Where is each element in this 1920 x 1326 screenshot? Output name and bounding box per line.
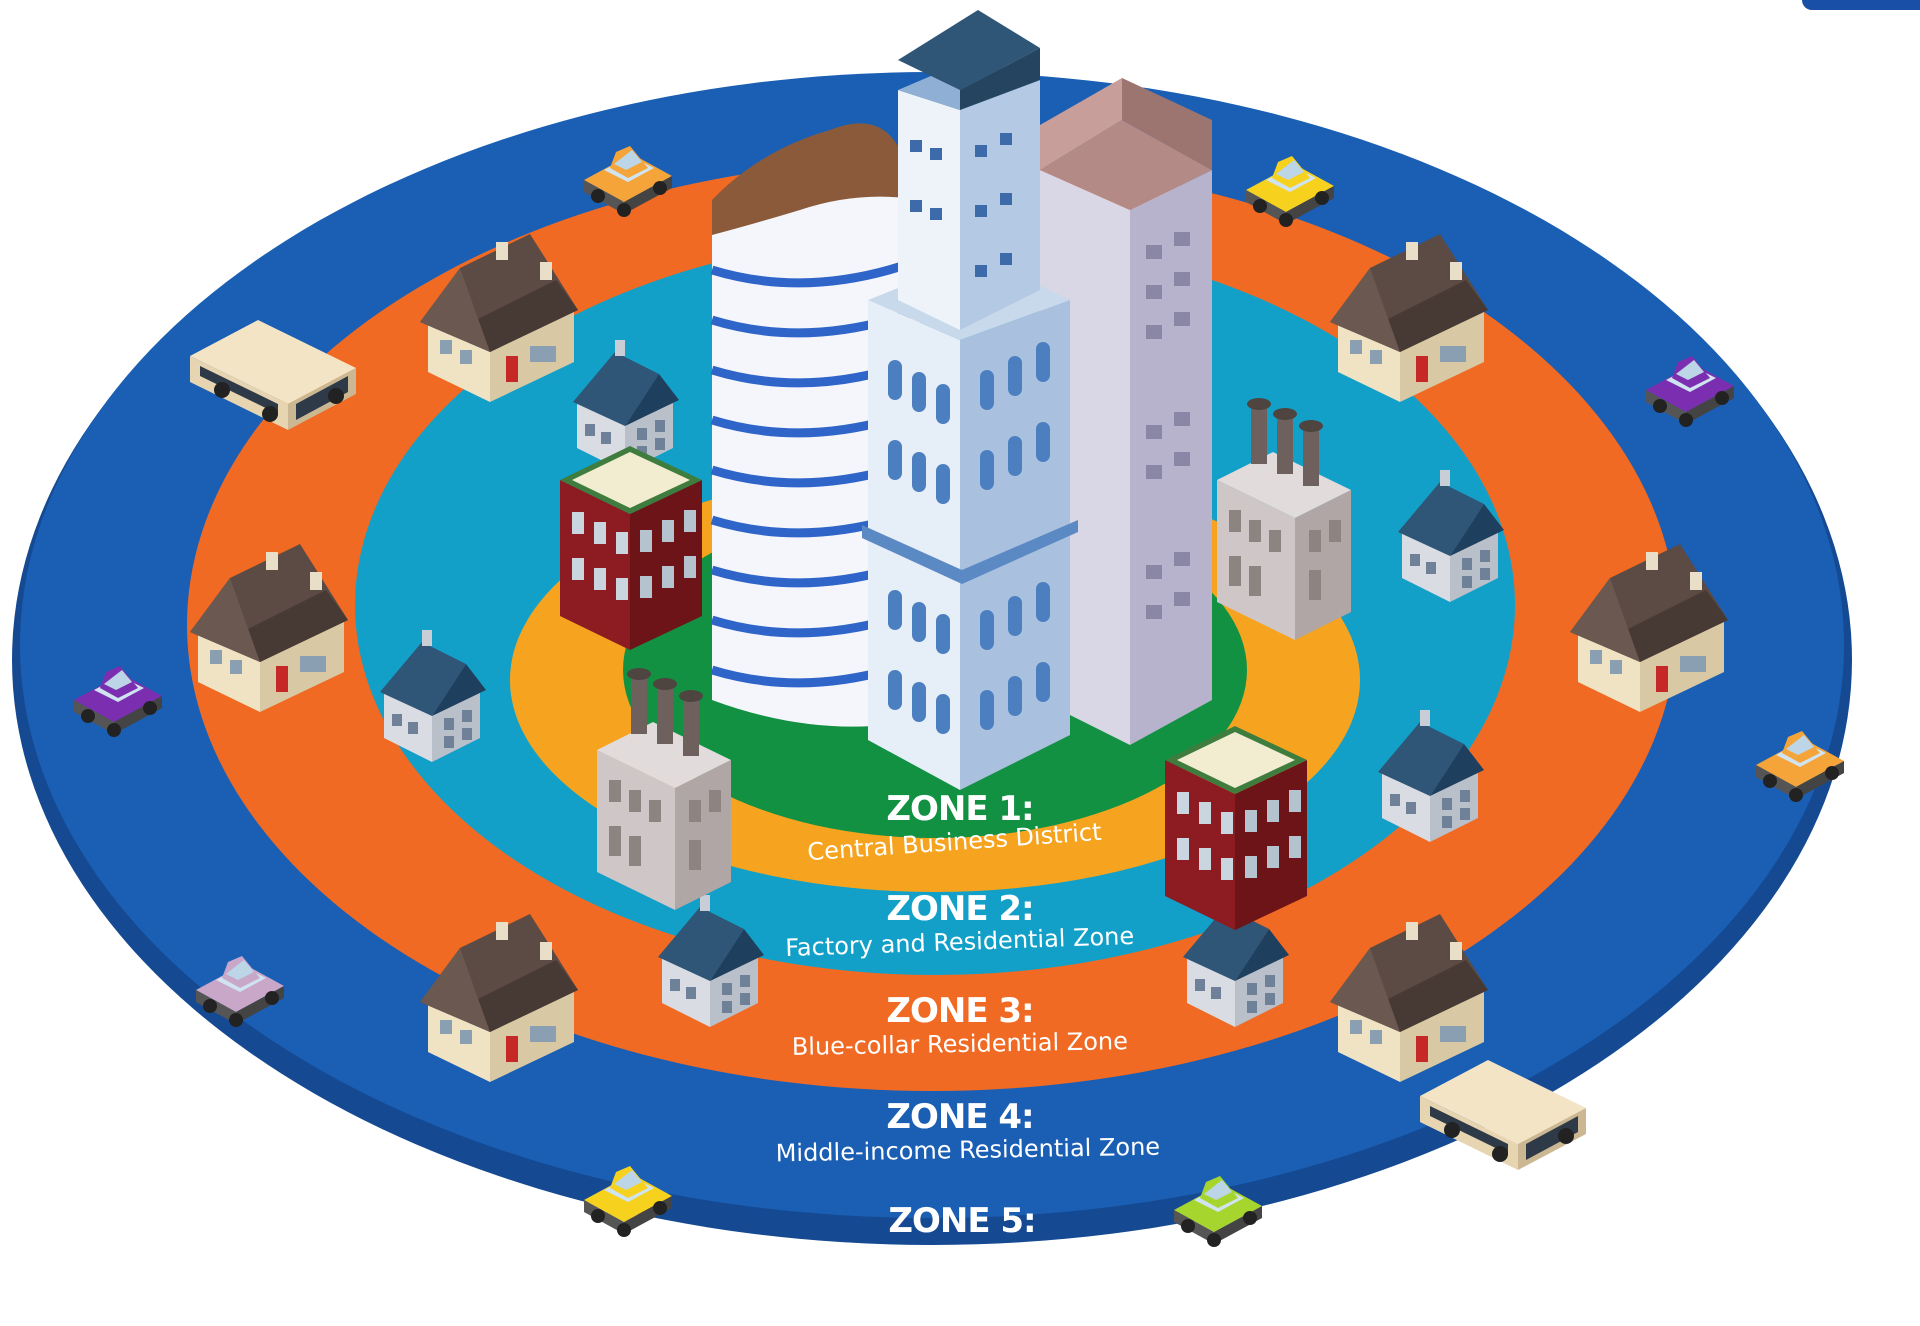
skyscraper-icon <box>862 10 1078 790</box>
zone-3-subtitle: Blue-collar Residential Zone <box>792 1027 1129 1061</box>
zone-labels: ZONE 1: Central Business District ZONE 2… <box>775 789 1160 1270</box>
zone-2-title: ZONE 2: <box>886 889 1033 929</box>
cbd-towers <box>710 10 1212 790</box>
brick-apartment-icon <box>1165 726 1307 930</box>
zone-4-title: ZONE 4: <box>886 1097 1033 1137</box>
zone-4-subtitle: Middle-income Residential Zone <box>775 1133 1160 1168</box>
zone-5-subtitle: Commuter Zone <box>864 1242 1060 1270</box>
zone-5-title: ZONE 5: <box>888 1201 1035 1241</box>
brick-apartment-icon <box>560 446 702 650</box>
zone-3-title: ZONE 3: <box>886 991 1033 1031</box>
corner-tab <box>1802 0 1920 10</box>
zone-1-title: ZONE 1: <box>886 789 1033 829</box>
